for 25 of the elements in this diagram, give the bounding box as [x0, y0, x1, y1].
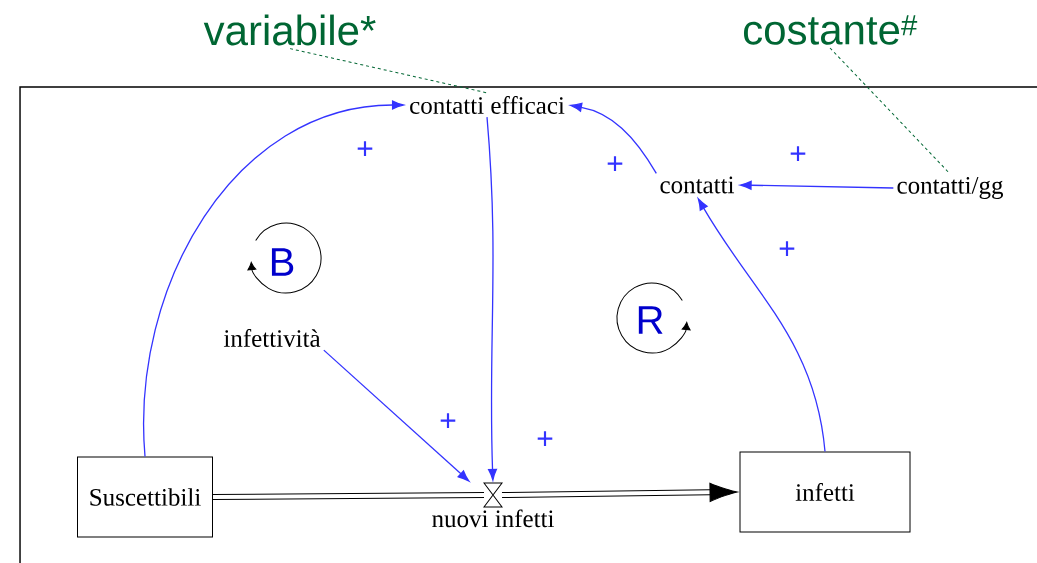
arrow [570, 102, 657, 175]
variable-label: contatti/gg [897, 177, 1003, 199]
arrow [739, 180, 894, 190]
edge-label: + [777, 240, 797, 260]
flow-valve: nuovi infetti [432, 482, 554, 528]
variable-label: infettività [223, 329, 321, 347]
edge-label: + [605, 155, 625, 175]
node-label: nuovi infetti [432, 509, 555, 528]
arrow [323, 349, 470, 482]
annotation-label: costante$^{#}$ [744, 15, 918, 45]
edge-label: + [438, 412, 458, 432]
edge-label: + [355, 140, 375, 160]
annotation-label: variabile* [203, 14, 376, 46]
edge-label: + [788, 145, 808, 165]
variable-label: contatti efficaci [410, 96, 565, 114]
arrow [486, 116, 498, 481]
leader-line [289, 48, 488, 94]
stock-box: Suscettibili [77, 456, 213, 538]
edge-label: + [535, 430, 555, 450]
stock-box: infetti [739, 451, 911, 533]
arrow [697, 198, 826, 453]
stock-flow-pipe [501, 482, 738, 503]
stock-flow-pipe [212, 492, 485, 500]
arrow [143, 100, 404, 458]
variable-label: contatti [660, 176, 735, 194]
